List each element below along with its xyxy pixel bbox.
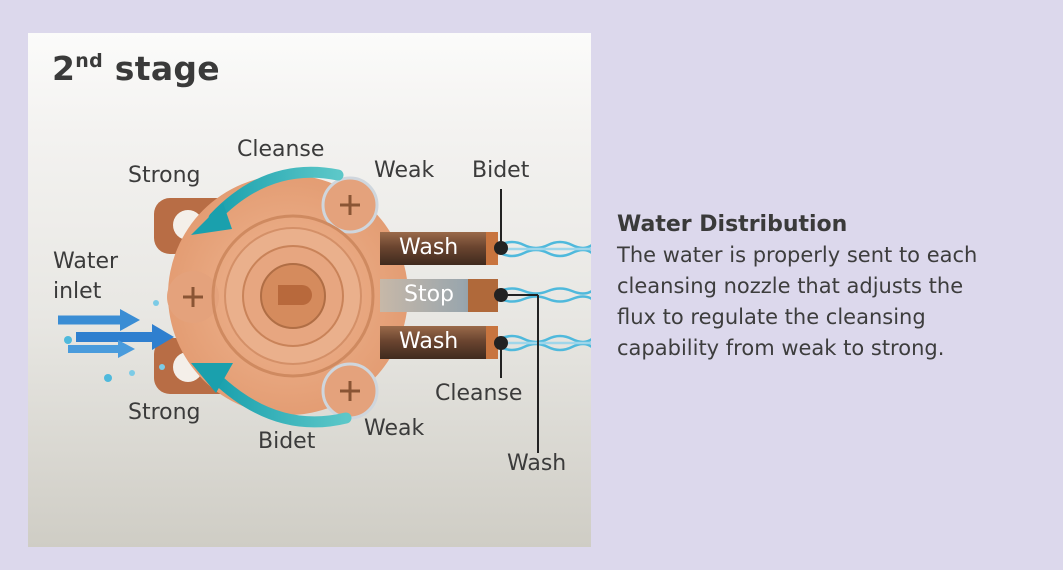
screw-left bbox=[167, 271, 219, 323]
valve-core bbox=[278, 285, 312, 305]
dot-wash bbox=[494, 288, 508, 302]
nozzle-label-wash-top: Wash bbox=[399, 235, 459, 260]
valve-diagram bbox=[58, 166, 591, 453]
leader-lines bbox=[500, 189, 539, 453]
label-strong-top: Strong bbox=[128, 163, 201, 188]
label-bidet-bottom: Bidet bbox=[258, 429, 316, 454]
label-wash-bottom: Wash bbox=[507, 451, 567, 476]
screw-bottom bbox=[321, 362, 379, 420]
label-cleanse-top: Cleanse bbox=[237, 137, 325, 162]
water-spray bbox=[499, 240, 591, 352]
top-rotation-arrow bbox=[191, 166, 344, 235]
info-title: Water Distribution bbox=[617, 212, 848, 237]
dot-bidet bbox=[494, 241, 508, 255]
stage-word: stage bbox=[114, 49, 220, 88]
info-body: The water is properly sent to each clean… bbox=[617, 243, 978, 360]
diagram-panel: 2nd stage Cleanse Strong Weak Bidet Wate… bbox=[28, 33, 591, 547]
water-inlet-arrows bbox=[58, 300, 174, 382]
dot-cleanse bbox=[494, 336, 508, 350]
label-strong-bottom: Strong bbox=[128, 400, 201, 425]
screw-top bbox=[321, 176, 379, 234]
info-block: Water Distribution The water is properly… bbox=[617, 209, 1017, 364]
label-bidet-top: Bidet bbox=[472, 158, 530, 183]
nozzle-label-wash-bottom: Wash bbox=[399, 329, 459, 354]
label-water-inlet-1: Water bbox=[53, 249, 119, 274]
label-weak-bottom: Weak bbox=[364, 416, 425, 441]
label-cleanse-bottom: Cleanse bbox=[435, 381, 523, 406]
nozzle-tube-wash-bottom bbox=[380, 326, 498, 359]
nozzle-tube-wash-top bbox=[380, 232, 498, 265]
nozzle-label-stop: Stop bbox=[404, 282, 455, 307]
stage-number: 2 bbox=[52, 49, 76, 88]
stage-title: 2nd stage bbox=[52, 49, 220, 88]
nozzle-tube-stop bbox=[380, 279, 498, 312]
stage-suffix: nd bbox=[75, 50, 103, 72]
label-weak-top: Weak bbox=[374, 158, 435, 183]
label-water-inlet-2: inlet bbox=[53, 279, 102, 304]
bottom-rotation-arrow bbox=[191, 363, 352, 428]
